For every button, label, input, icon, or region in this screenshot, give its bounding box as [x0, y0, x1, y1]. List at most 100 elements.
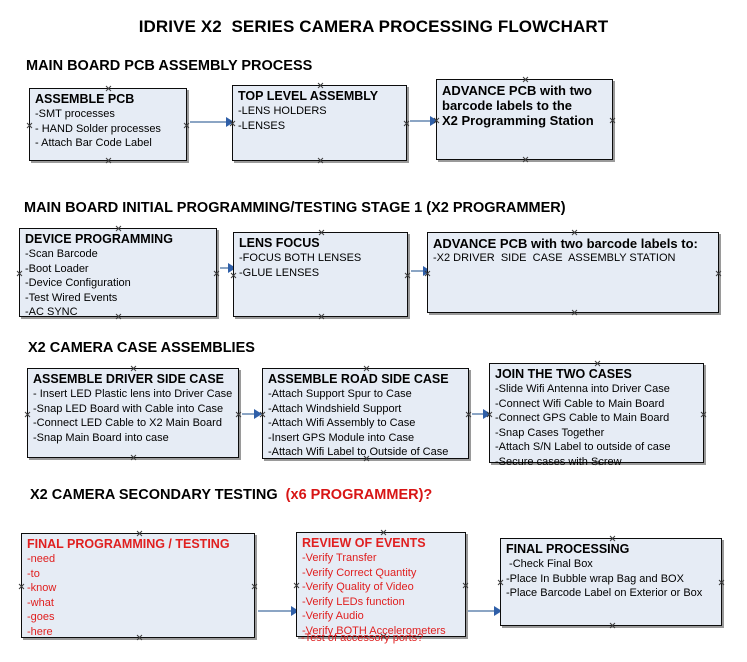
- node-line: - HAND Solder processes: [35, 122, 161, 135]
- connector-handle-right[interactable]: [235, 411, 242, 418]
- connector-handle-top[interactable]: [105, 85, 112, 92]
- connector-handle-top[interactable]: [130, 365, 137, 372]
- node-line: - Insert LED Plastic lens into Driver Ca…: [33, 388, 233, 400]
- node-line: -Insert GPS Module into Case: [268, 431, 415, 444]
- node-line: -Snap LED Board with Cable into Case: [33, 402, 224, 415]
- connector-device-programming-to-lens-focus: [220, 267, 234, 269]
- connector-assemble-pcb-to-top-level: [190, 121, 230, 123]
- node-head: ASSEMBLE DRIVER SIDE CASE: [33, 372, 225, 386]
- node-head: LENS FOCUS: [239, 236, 320, 250]
- connector-handle-bottom[interactable]: [105, 157, 112, 164]
- node-line: -LENSES: [238, 119, 286, 132]
- node-line: -here: [27, 625, 53, 638]
- node-final-processing[interactable]: FINAL PROCESSING -Check Final Box -Place…: [500, 538, 722, 626]
- connector-handle-bottom[interactable]: [317, 157, 324, 164]
- node-top-level-assembly[interactable]: TOP LEVEL ASSEMBLY -LENS HOLDERS -LENSES: [232, 85, 407, 161]
- node-line: -Connect Wifi Cable to Main Board: [495, 397, 665, 410]
- connector-handle-left[interactable]: [18, 583, 25, 590]
- connector-handle-right[interactable]: [183, 122, 190, 129]
- arrowhead-icon: [483, 409, 491, 419]
- connector-road-case-to-join-cases: [472, 413, 490, 415]
- connector-review-to-final-processing: [468, 610, 500, 612]
- connector-handle-left[interactable]: [26, 122, 33, 129]
- node-line: -Verify Transfer: [302, 552, 377, 564]
- node-line: -Attach Windshield Support: [268, 402, 402, 415]
- connector-handle-right[interactable]: [404, 272, 411, 279]
- node-line: -Verify BOTH Accelerometers: [302, 624, 446, 637]
- connector-handle-top[interactable]: [609, 535, 616, 542]
- node-line: -FOCUS BOTH LENSES: [239, 252, 362, 264]
- node-line: -Attach Wifi Assembly to Case: [268, 417, 416, 429]
- connector-handle-right[interactable]: [718, 579, 725, 586]
- section-heading-text: X2 CAMERA SECONDARY TESTING: [30, 487, 286, 503]
- node-head: JOIN THE TWO CASES: [495, 367, 632, 381]
- section-heading-x2-camera-secondary-testing: X2 CAMERA SECONDARY TESTING (x6 PROGRAMM…: [30, 487, 432, 503]
- connector-handle-top[interactable]: [594, 360, 601, 367]
- connector-top-level-to-advance: [410, 120, 436, 122]
- node-line: -Snap Main Board into case: [33, 431, 169, 444]
- node-final-programming-testing[interactable]: FINAL PROGRAMMING / TESTING -need -to -k…: [21, 533, 255, 638]
- connector-handle-right[interactable]: [465, 411, 472, 418]
- connector-handle-top[interactable]: [571, 229, 578, 236]
- connector-handle-left[interactable]: [293, 582, 300, 589]
- node-advance-pcb-programming-station[interactable]: ADVANCE PCB with two barcode labels to t…: [436, 79, 613, 160]
- node-line: -Boot Loader: [25, 262, 89, 275]
- connector-handle-top[interactable]: [136, 530, 143, 537]
- arrowhead-icon: [228, 263, 236, 273]
- connector-handle-left[interactable]: [230, 272, 237, 279]
- node-head: ASSEMBLE ROAD SIDE CASE: [268, 372, 449, 386]
- node-review-of-events[interactable]: REVIEW OF EVENTS -Verify Transfer -Verif…: [296, 532, 466, 637]
- node-line: -Snap Cases Together: [495, 426, 605, 439]
- connector-driver-case-to-road-case: [242, 413, 260, 415]
- node-head: DEVICE PROGRAMMING: [25, 232, 173, 246]
- node-assemble-road-side-case[interactable]: ASSEMBLE ROAD SIDE CASE -Attach Support …: [262, 368, 469, 459]
- node-line: -Attach S/N Label to outside of case: [495, 441, 671, 453]
- node-line: -Verify Quality of Video: [302, 581, 414, 593]
- connector-handle-right[interactable]: [403, 120, 410, 127]
- node-line: -AC SYNC: [25, 306, 78, 318]
- connector-handle-right[interactable]: [609, 117, 616, 124]
- node-lens-focus[interactable]: LENS FOCUS -FOCUS BOTH LENSES -GLUE LENS…: [233, 232, 408, 317]
- section-heading-main-board-initial-programming: MAIN BOARD INITIAL PROGRAMMING/TESTING S…: [24, 200, 566, 216]
- node-line: - Attach Bar Code Label: [35, 137, 152, 149]
- node-line: -Secure cases with Screw: [495, 455, 622, 468]
- node-line: -to: [27, 567, 40, 580]
- connector-handle-bottom[interactable]: [571, 309, 578, 316]
- node-assemble-driver-side-case[interactable]: ASSEMBLE DRIVER SIDE CASE - Insert LED P…: [27, 368, 239, 458]
- section-heading-x2-camera-case-assemblies: X2 CAMERA CASE ASSEMBLIES: [28, 340, 255, 356]
- connector-handle-bottom[interactable]: [522, 156, 529, 163]
- connector-handle-top[interactable]: [363, 365, 370, 372]
- connector-handle-bottom[interactable]: [609, 622, 616, 629]
- connector-final-programming-to-review: [258, 610, 296, 612]
- node-line: -Verify Audio: [302, 610, 364, 622]
- connector-handle-left[interactable]: [16, 270, 23, 277]
- connector-handle-left[interactable]: [497, 579, 504, 586]
- connector-handle-right[interactable]: [251, 583, 258, 590]
- connector-handle-top[interactable]: [318, 229, 325, 236]
- connector-handle-bottom[interactable]: [130, 454, 137, 461]
- connector-handle-right[interactable]: [700, 411, 707, 418]
- connector-handle-top[interactable]: [115, 225, 122, 232]
- node-assemble-pcb[interactable]: ASSEMBLE PCB -SMT processes - HAND Solde…: [29, 88, 187, 161]
- node-device-programming[interactable]: DEVICE PROGRAMMING -Scan Barcode -Boot L…: [16, 225, 220, 318]
- node-advance-pcb-driver-side-case[interactable]: ADVANCE PCB with two barcode labels to: …: [427, 232, 719, 313]
- node-line: -Verify Correct Quantity: [302, 566, 417, 579]
- connector-handle-left[interactable]: [24, 411, 31, 418]
- connector-handle-top[interactable]: [380, 529, 387, 536]
- connector-handle-top[interactable]: [317, 82, 324, 89]
- node-line: -Scan Barcode: [25, 248, 98, 260]
- node-join-the-two-cases[interactable]: JOIN THE TWO CASES -Slide Wifi Antenna i…: [489, 360, 707, 468]
- connector-handle-top[interactable]: [522, 76, 529, 83]
- node-head: TOP LEVEL ASSEMBLY: [238, 89, 379, 103]
- node-line: -Slide Wifi Antenna into Driver Case: [495, 383, 670, 395]
- node-line: -Place In Bubble wrap Bag and BOX: [506, 572, 684, 585]
- node-line: -Verify LEDs function: [302, 595, 405, 608]
- connector-handle-bottom[interactable]: [318, 313, 325, 320]
- node-head: ASSEMBLE PCB: [35, 92, 135, 106]
- connector-handle-right[interactable]: [715, 270, 722, 277]
- node-line: -Attach Support Spur to Case: [268, 388, 412, 400]
- node-line: -what: [27, 596, 54, 609]
- connector-handle-right[interactable]: [213, 270, 220, 277]
- connector-handle-right[interactable]: [462, 582, 469, 589]
- section-heading-main-board-pcb-assembly: MAIN BOARD PCB ASSEMBLY PROCESS: [26, 58, 313, 74]
